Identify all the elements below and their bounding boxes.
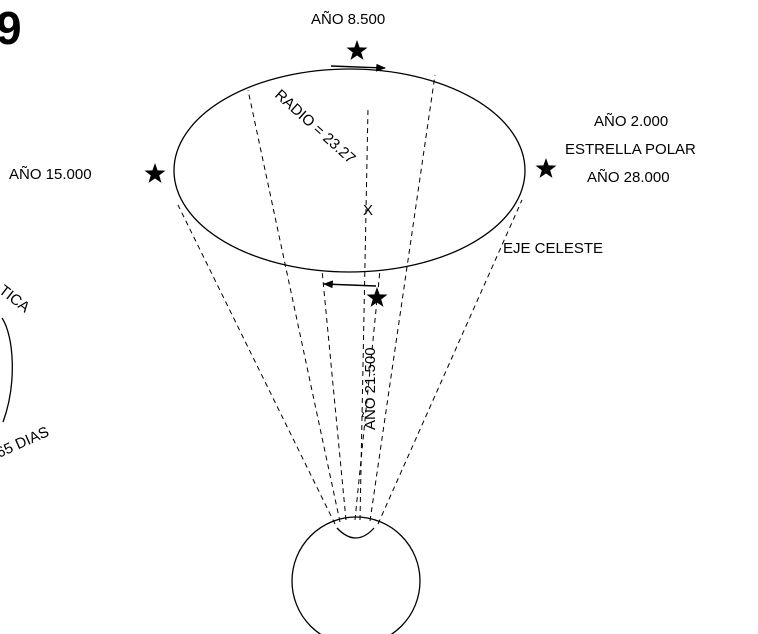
bottom-direction-arrow bbox=[323, 280, 377, 289]
center-mark: X bbox=[363, 202, 373, 219]
projection-cone bbox=[177, 74, 523, 525]
earth-cap-arc bbox=[336, 527, 375, 539]
polar-star-label: ESTRELLA POLAR bbox=[565, 141, 696, 158]
star-year-15000 bbox=[144, 163, 166, 183]
star-year-8500 bbox=[346, 40, 368, 60]
figure-number: 9 bbox=[0, 2, 22, 54]
ecliptic-curve bbox=[1, 317, 13, 423]
earth-circle bbox=[291, 516, 421, 634]
radius-label: RADIO = 23.27 bbox=[271, 86, 358, 167]
star-polar bbox=[535, 158, 557, 178]
top-direction-arrow bbox=[330, 63, 386, 72]
precession-ellipse bbox=[173, 68, 526, 273]
ecliptic-label: TICA bbox=[0, 282, 33, 316]
year-28000-label: AÑO 28.000 bbox=[587, 169, 670, 186]
celestial-axis-label: EJE CELESTE bbox=[503, 240, 603, 257]
year-2000-label: AÑO 2.000 bbox=[594, 113, 668, 130]
days-label: 65 DIAS bbox=[0, 423, 52, 461]
year-15000-label: AÑO 15.000 bbox=[9, 166, 92, 183]
star-year-21500 bbox=[366, 287, 388, 307]
year-21500-label: AÑO 21.500 bbox=[362, 347, 379, 430]
year-8500-label: AÑO 8.500 bbox=[311, 11, 385, 28]
